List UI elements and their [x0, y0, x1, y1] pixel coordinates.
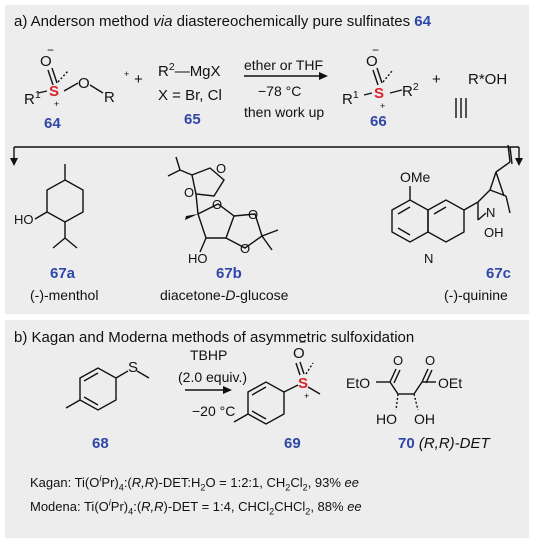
- sulfoxide-66-sulfur: S: [374, 85, 385, 102]
- sulfide-68-bonds: [65, 367, 150, 411]
- sulfinate-64-r1: R1: [24, 89, 41, 108]
- quinine-methoxy: OMe: [400, 169, 431, 185]
- label-68: 68: [92, 435, 109, 452]
- sulfoxide-66-plus: +: [380, 101, 386, 111]
- det-carbonyl-oxygen-2: O: [425, 353, 436, 368]
- sulfinate-64-ester-oxygen: O: [78, 75, 90, 92]
- panel-b-heading: b) Kagan and Moderna methods of asymmetr…: [14, 329, 415, 346]
- sulfoxide-66-bonds: [363, 67, 403, 96]
- oxidant-label: TBHP: [190, 347, 228, 363]
- det-70-bonds: [376, 368, 436, 411]
- label-66: 66: [370, 113, 387, 130]
- sulfoxide-69-bonds: [233, 361, 321, 425]
- glucose-hydroxyl: HO: [188, 251, 208, 266]
- heading-a-prefix: a) Anderson method: [14, 13, 154, 30]
- sulfoxide-66-r1: R1: [342, 89, 359, 108]
- plus-sign-2: +: [432, 71, 441, 88]
- sulfoxide-69-plus: +: [304, 391, 310, 401]
- menthol-hydroxyl: HO: [14, 212, 34, 227]
- sulfinate-64-plus: +: [54, 99, 60, 109]
- quinine-hydroxyl: OH: [484, 225, 504, 240]
- glucose-name: diacetone-D-glucose: [160, 287, 289, 303]
- det-hydroxyl-left: HO: [376, 411, 397, 427]
- sulfoxide-69-minus: −: [299, 335, 307, 349]
- condition-workup: then work up: [244, 104, 325, 120]
- diacetone-glucose-bonds: [167, 156, 279, 253]
- det-carbonyl-oxygen-1: O: [393, 353, 404, 368]
- reaction-temperature: −20 °C: [192, 403, 236, 419]
- quinine-bonds: [391, 144, 513, 243]
- reaction-arrow-b: [185, 386, 232, 394]
- sulfide-68-sulfur: S: [128, 359, 139, 376]
- reaction-arrow-a: [244, 72, 328, 80]
- quinine-quinuclidine-nitrogen: N: [486, 205, 496, 220]
- label-64: 64: [44, 115, 61, 132]
- det-ethoxy-right: OEt: [438, 375, 463, 391]
- sulfinate-64-r: R: [104, 89, 115, 106]
- sulfoxide-66-minus: −: [372, 43, 380, 57]
- label-67c: 67c: [486, 265, 512, 282]
- sulfinate-64-minus: −: [47, 43, 55, 57]
- sulfoxide-69-sulfur: S: [298, 375, 309, 392]
- menthol-bonds: [34, 164, 84, 249]
- alcohol-byproduct: R*OH: [468, 71, 508, 88]
- sulfoxide-66-r2: R2: [402, 81, 419, 100]
- vertical-equal-mark: [455, 98, 467, 118]
- glucose-oxygen-2: O: [184, 185, 195, 200]
- glucose-oxygen-1: O: [216, 161, 227, 176]
- glucose-oxygen-5: O: [240, 241, 251, 256]
- label-69: 69: [284, 435, 301, 452]
- label-67a: 67a: [50, 265, 76, 282]
- panel-b-background: [5, 320, 529, 538]
- panel-a-background: [5, 5, 529, 314]
- heading-a-compound-number: 64: [414, 13, 431, 30]
- heading-a-via: via: [153, 13, 173, 30]
- condition-solvent: ether or THF: [244, 57, 324, 73]
- label-67b: 67b: [216, 265, 242, 282]
- sulfinate-64-oxygen: O: [40, 53, 52, 70]
- sulfoxide-66-oxygen: O: [366, 53, 378, 70]
- quinine-name: (-)-quinine: [444, 287, 508, 303]
- det-ethoxy-left: EtO: [346, 375, 371, 391]
- grignard-reagent: R2—MgX: [158, 61, 221, 80]
- plus-sign-1: +: [134, 71, 143, 88]
- quinine-quinoline-nitrogen: N: [424, 251, 434, 266]
- sulfinate-64-sulfur: S: [49, 83, 60, 100]
- glucose-oxygen-4: O: [248, 207, 259, 222]
- modena-conditions: Modena: Ti(OiPr)4:(R,R)-DET = 1:4, CHCl2…: [30, 497, 362, 517]
- condition-temperature: −78 °C: [258, 83, 302, 99]
- sulfinate-64-bonds: [37, 67, 104, 94]
- sulfinate-64-small-plus: +: [124, 69, 130, 79]
- panel-a-heading: a) Anderson method via diastereochemical…: [14, 14, 431, 29]
- chiral-auxiliary-bracket: [10, 146, 523, 166]
- menthol-name: (-)-menthol: [30, 287, 99, 303]
- heading-a-suffix: diastereochemically pure sulfinates: [172, 13, 415, 30]
- label-65: 65: [184, 111, 201, 128]
- halide-definition: X = Br, Cl: [158, 87, 222, 104]
- label-70: 70 (R,R)-DET: [398, 435, 490, 452]
- oxidant-equivalents: (2.0 equiv.): [178, 369, 247, 385]
- glucose-oxygen-3: O: [212, 197, 223, 212]
- sulfoxide-69-oxygen: O: [293, 345, 305, 362]
- kagan-conditions: Kagan: Ti(OiPr)4:(R,R)-DET:H2O = 1:2:1, …: [30, 473, 360, 493]
- det-hydroxyl-right: OH: [414, 411, 435, 427]
